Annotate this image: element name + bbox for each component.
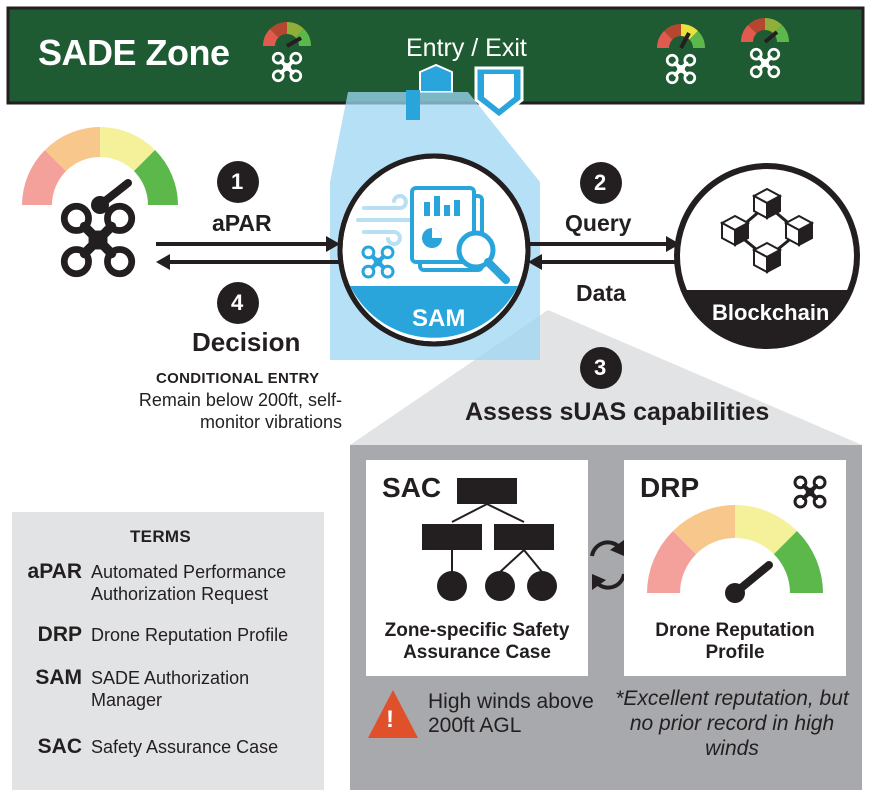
terms-heading: TERMS xyxy=(130,527,191,546)
decision-label: Decision xyxy=(192,327,301,357)
step-1-marker xyxy=(217,161,259,203)
reputation-note: *Excellent reputation, but no prior reco… xyxy=(615,687,849,760)
sac-title: SAC xyxy=(382,472,442,503)
warning-text: High winds above 200ft AGL xyxy=(428,690,594,737)
step-1-number: 1 xyxy=(231,169,244,194)
blockchain-label: Blockchain xyxy=(712,300,830,325)
zone-title: SADE Zone xyxy=(38,32,230,73)
warning-icon xyxy=(368,690,418,738)
sac-tree-diagram xyxy=(422,478,557,601)
magnifier-icon xyxy=(456,230,510,284)
blockchain-icon xyxy=(721,188,813,273)
assess-label: Assess sUAS capabilities xyxy=(465,398,770,426)
drp-title: DRP xyxy=(640,472,700,503)
term-abbr: SAM xyxy=(35,666,82,689)
header-gauge-mid xyxy=(656,23,706,60)
conditional-entry-label: CONDITIONAL ENTRY xyxy=(156,370,320,387)
data-label: Data xyxy=(576,280,626,306)
step-4-number: 4 xyxy=(231,290,244,315)
drp-subtitle: Drone Reputation Profile xyxy=(655,620,815,663)
drp-gauge-icon xyxy=(647,505,823,648)
term-definition: Automated Performance Authorization Requ… xyxy=(91,562,287,604)
step-2-marker xyxy=(580,162,622,204)
step-3-marker xyxy=(580,347,622,389)
sam-label: SAM xyxy=(412,305,466,332)
term-abbr: aPAR xyxy=(27,560,82,583)
sync-icon xyxy=(590,540,626,590)
term-definition: Drone Reputation Profile xyxy=(91,625,289,645)
conditions-text: Remain below 200ft, self-monitor vibrati… xyxy=(138,390,342,432)
header-gauge-left xyxy=(262,21,312,58)
terms-panel xyxy=(12,512,324,790)
step-2-number: 2 xyxy=(594,170,607,195)
house-icon xyxy=(419,63,453,93)
header-gauge-right xyxy=(740,17,790,54)
term-abbr: SAC xyxy=(37,735,82,758)
sam-drone-icon xyxy=(361,245,395,279)
step-3-number: 3 xyxy=(594,355,607,380)
term-abbr: DRP xyxy=(37,623,82,646)
term-definition: Safety Assurance Case xyxy=(91,737,279,757)
query-label: Query xyxy=(565,210,632,236)
term-definition: SADE Authorization Manager xyxy=(91,668,250,710)
step-4-marker xyxy=(217,282,259,324)
sac-subtitle: Zone-specific Safety Assurance Case xyxy=(384,620,570,663)
warning-mark: ! xyxy=(386,706,394,733)
apar-label: aPAR xyxy=(212,210,272,236)
entry-exit-label: Entry / Exit xyxy=(406,34,527,62)
wind-icon xyxy=(356,194,412,246)
